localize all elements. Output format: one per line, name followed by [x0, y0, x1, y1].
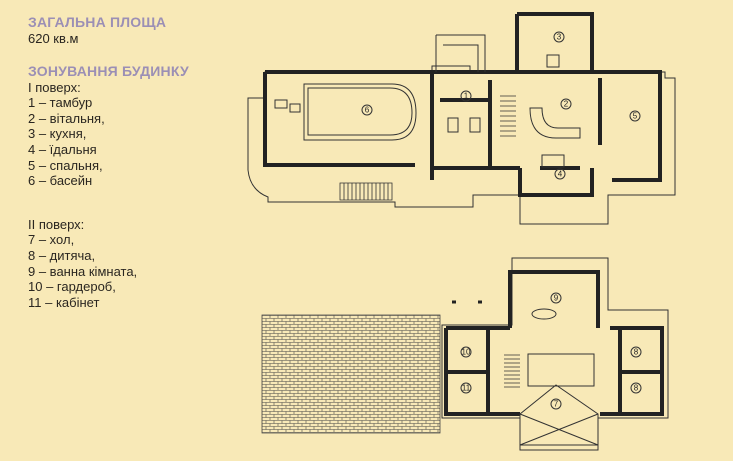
room-label: 8 [634, 384, 639, 393]
floor2-item: 8 – дитяча, [28, 247, 96, 263]
room-label: 2 [564, 100, 569, 109]
floor1-item: 2 – вітальня, [28, 110, 105, 126]
room-label: 5 [633, 112, 638, 121]
floor1-item: 6 – басейн [28, 173, 93, 189]
room-label: 9 [554, 294, 559, 303]
floor2-item: 11 – кабінет [28, 294, 100, 310]
room-label: 11 [462, 384, 471, 393]
room-label: 1 [464, 92, 469, 101]
floor1-item: 4 – їдальня [28, 141, 97, 157]
floor2-item: 10 – гардероб, [28, 279, 116, 295]
room-label: 7 [554, 400, 559, 409]
legend-panel: ЗАГАЛЬНА ПЛОЩА 620 кв.м ЗОНУВАННЯ БУДИНК… [28, 14, 243, 310]
floor1-item: 1 – тамбур [28, 95, 93, 111]
room-label: 6 [365, 106, 370, 115]
room-label: 3 [557, 33, 562, 42]
floor1-item: 5 – спальня, [28, 157, 103, 173]
floor1-item: 3 – кухня, [28, 126, 87, 142]
floor2-plan: 7 8 8 9 10 11 [261, 257, 669, 451]
zoning-heading: ЗОНУВАННЯ БУДИНКУ [28, 62, 189, 79]
floor1-plan: 1 2 3 4 5 6 [247, 12, 676, 225]
room-label: 4 [558, 170, 563, 179]
floor2-title: II поверх: [28, 216, 85, 232]
room-label: 10 [462, 348, 471, 357]
floor1-title: I поверх: [28, 79, 81, 95]
room-label: 8 [634, 348, 639, 357]
area-heading: ЗАГАЛЬНА ПЛОЩА [28, 14, 167, 30]
area-value: 620 кв.м [28, 31, 79, 46]
floor2-item: 7 – хол, [28, 232, 75, 248]
floor2-item: 9 – ванна кімната, [28, 263, 138, 279]
